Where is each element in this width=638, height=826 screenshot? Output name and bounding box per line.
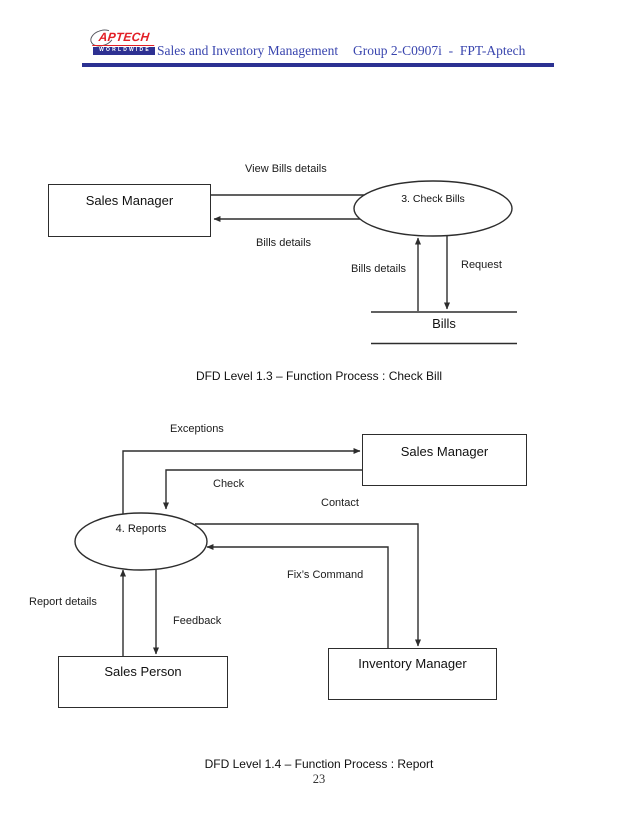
caption-dfd-1-4: DFD Level 1.4 – Function Process : Repor… [204, 757, 434, 771]
flow-exceptions-label: Exceptions [170, 423, 224, 435]
document-title: Sales and Inventory Management [157, 43, 339, 58]
flow-check-label: Check [213, 478, 245, 490]
page-number: 23 [312, 772, 326, 786]
flow-contact-line [195, 523, 422, 647]
aptech-logo: APTECH WORLDWIDE [88, 26, 156, 55]
datastore-bills-label: Bills [432, 316, 456, 331]
flow-view-bills-details-label: View Bills details [245, 163, 327, 175]
entity-sales-manager-1: Sales Manager [48, 184, 211, 237]
flow-fixs-command-line [206, 543, 389, 650]
caption-dfd-1-3: DFD Level 1.3 – Function Process : Check… [195, 369, 443, 383]
header-rule [82, 63, 554, 67]
flow-bills-details-label: Bills details [256, 237, 312, 249]
flow-exceptions-line [122, 447, 361, 516]
process-check-bills-ellipse [353, 180, 513, 237]
flow-contact-label: Contact [321, 497, 359, 509]
entity-inventory-manager: Inventory Manager [328, 648, 497, 700]
flow-bills-details-store-label: Bills details [351, 263, 407, 275]
process-reports-ellipse [74, 512, 208, 571]
flow-check-line [162, 469, 364, 510]
flow-request-label: Request [461, 259, 502, 271]
flow-feedback-label: Feedback [173, 615, 222, 627]
process-check-bills-label: 3. Check Bills [401, 193, 465, 205]
flow-report-details-label: Report details [29, 596, 97, 608]
logo-worldwide-bar: WORLDWIDE [93, 47, 155, 55]
logo-brand-text: APTECH [92, 30, 156, 46]
flow-fixs-command-label: Fix’s Command [287, 569, 364, 581]
process-reports-label: 4. Reports [115, 523, 167, 535]
entity-sales-person: Sales Person [58, 656, 228, 708]
entity-sales-manager-2: Sales Manager [362, 434, 527, 486]
group-title: Group 2-C0907i - FPT-Aptech [353, 43, 526, 58]
